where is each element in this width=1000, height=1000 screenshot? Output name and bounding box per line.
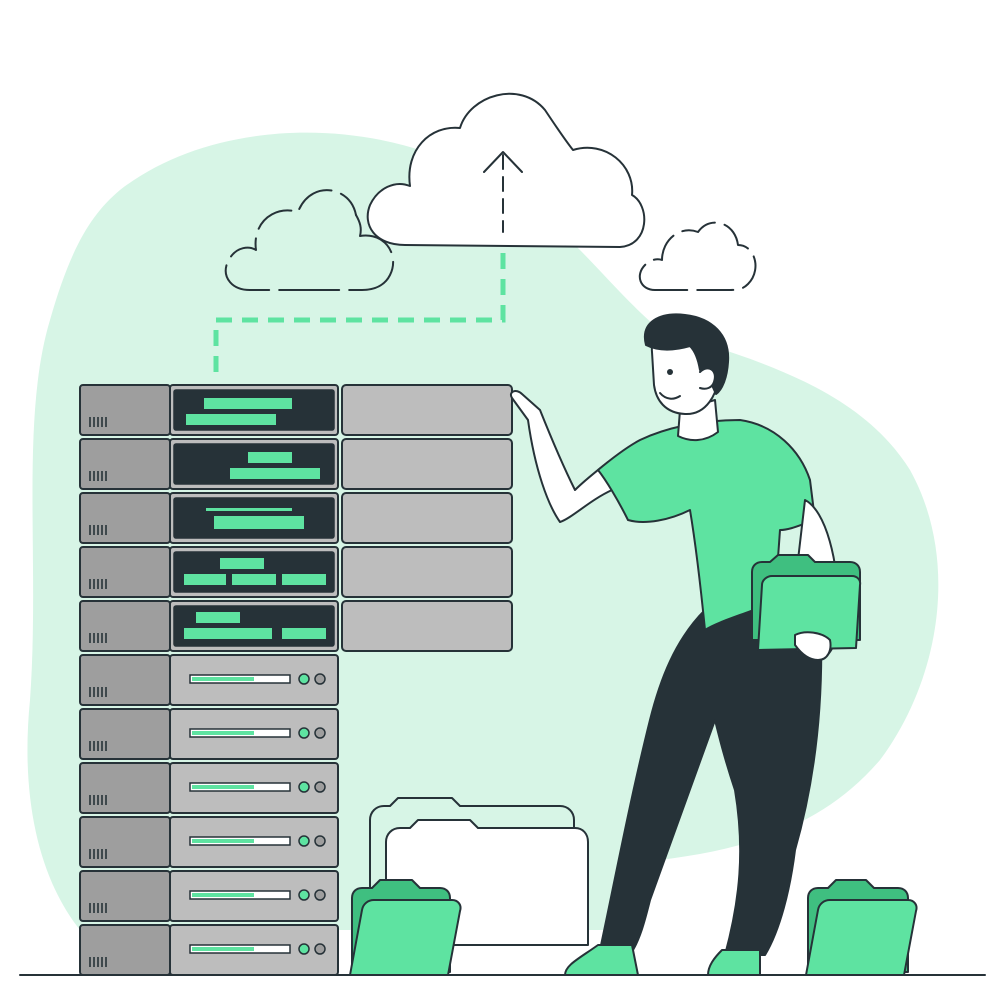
- server-vent-block: [79, 384, 171, 436]
- drive-led-gray: [314, 673, 326, 685]
- screen-bar: [214, 516, 304, 529]
- drive-led-gray: [314, 781, 326, 793]
- upload-arrow-icon: [483, 151, 523, 233]
- vent-icon: [89, 525, 107, 535]
- server-unit-drive: [79, 816, 339, 868]
- server-unit-drive: [79, 708, 339, 760]
- server-unit-screen: [79, 384, 513, 436]
- vent-icon: [89, 903, 107, 913]
- vent-icon: [89, 417, 107, 427]
- server-vent-block: [79, 654, 171, 706]
- drive-led-gray: [314, 943, 326, 955]
- drive-progress-fill: [192, 839, 254, 843]
- server-vent-block: [79, 492, 171, 544]
- vent-icon: [89, 687, 107, 697]
- person-shoe-left: [564, 944, 639, 976]
- server-unit-drive: [79, 870, 339, 922]
- person-hand: [794, 631, 832, 661]
- screen-bar: [184, 574, 226, 585]
- server-drawer: [341, 438, 513, 490]
- vent-icon: [89, 633, 107, 643]
- drive-progress-fill: [192, 731, 254, 735]
- screen-bar: [206, 508, 292, 511]
- vent-icon: [89, 795, 107, 805]
- vent-icon: [89, 741, 107, 751]
- person-pants: [599, 604, 823, 956]
- drive-led-gray: [314, 835, 326, 847]
- drive-progress-fill: [192, 893, 254, 897]
- person: [510, 313, 862, 976]
- vent-icon: [89, 471, 107, 481]
- drive-led-gray: [314, 727, 326, 739]
- vent-icon: [89, 957, 107, 967]
- upload-connector-dashed: [213, 250, 506, 372]
- server-vent-block: [79, 924, 171, 976]
- screen-bar: [282, 574, 326, 585]
- server-vent-block: [79, 762, 171, 814]
- server-unit-drive: [79, 654, 339, 706]
- folder-green-left: [349, 879, 462, 976]
- person-shoe-right: [707, 949, 761, 976]
- server-rack: [79, 384, 513, 976]
- person-eye: [667, 369, 673, 375]
- screen-bar: [186, 414, 276, 425]
- server-vent-block: [79, 600, 171, 652]
- server-drawer: [341, 546, 513, 598]
- drive-progress-fill: [192, 947, 254, 951]
- server-drawer: [341, 492, 513, 544]
- screen-bar: [220, 558, 264, 569]
- server-unit-drive: [79, 762, 339, 814]
- drive-led-green: [298, 727, 310, 739]
- screen-bar: [230, 468, 320, 479]
- vent-icon: [89, 579, 107, 589]
- drive-led-gray: [314, 889, 326, 901]
- server-unit-screen: [79, 492, 513, 544]
- screen-bar: [248, 452, 292, 463]
- server-drawer: [341, 384, 513, 436]
- server-drawer: [341, 600, 513, 652]
- server-vent-block: [79, 816, 171, 868]
- drive-led-green: [298, 889, 310, 901]
- folder-under-arm: [751, 554, 862, 651]
- server-vent-block: [79, 870, 171, 922]
- screen-bar: [184, 628, 272, 639]
- person-mouth: [659, 392, 681, 400]
- screen-bar: [196, 612, 240, 623]
- server-unit-screen: [79, 438, 513, 490]
- server-vent-block: [79, 546, 171, 598]
- screen-bar: [204, 398, 292, 409]
- folder-green-right: [805, 879, 918, 976]
- drive-led-green: [298, 673, 310, 685]
- server-unit-screen: [79, 546, 513, 598]
- person-ear: [699, 367, 716, 390]
- server-vent-block: [79, 708, 171, 760]
- server-unit-drive: [79, 924, 339, 976]
- drive-led-green: [298, 835, 310, 847]
- drive-led-green: [298, 943, 310, 955]
- screen-bar: [232, 574, 276, 585]
- server-unit-screen: [79, 600, 513, 652]
- cloud-small-left-icon: [224, 189, 395, 291]
- vent-icon: [89, 849, 107, 859]
- drive-progress-fill: [192, 677, 254, 681]
- cloud-small-right-icon: [638, 221, 757, 291]
- drive-progress-fill: [192, 785, 254, 789]
- server-vent-block: [79, 438, 171, 490]
- cloud-large-icon: [366, 92, 646, 248]
- screen-bar: [282, 628, 326, 639]
- drive-led-green: [298, 781, 310, 793]
- person-arm-reaching: [510, 390, 613, 523]
